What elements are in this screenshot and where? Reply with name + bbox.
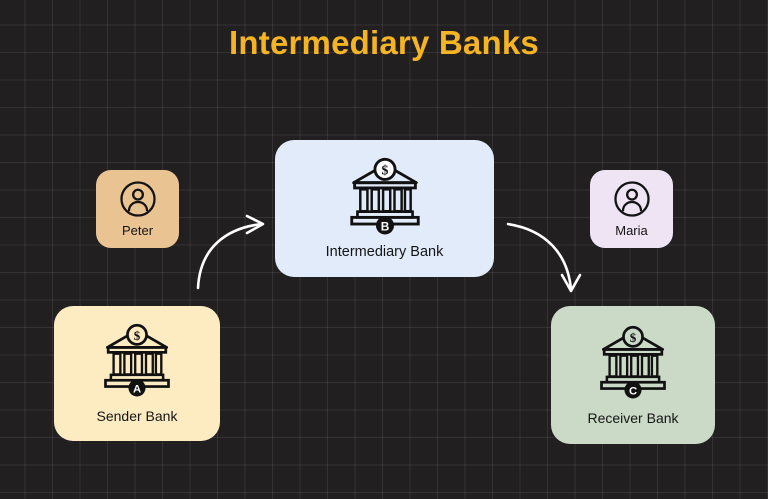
svg-text:$: $: [134, 328, 141, 343]
svg-text:$: $: [381, 163, 388, 178]
svg-text:$: $: [630, 329, 637, 344]
node-receiver-bank[interactable]: $ C Receiver Bank: [551, 306, 715, 444]
node-intermediary-bank[interactable]: $ B Intermediary Bank: [275, 140, 494, 277]
node-label: Intermediary Bank: [325, 244, 444, 260]
node-maria[interactable]: Maria: [590, 170, 673, 248]
bank-dollar-icon: $ B: [347, 157, 423, 235]
node-label: Maria: [615, 222, 648, 238]
bank-dollar-icon: $ C: [597, 325, 669, 399]
person-circle-icon: [613, 180, 651, 218]
page-title: Intermediary Banks: [229, 24, 539, 61]
node-label: Peter: [121, 222, 154, 238]
person-circle-icon: [119, 180, 157, 218]
node-badge-letter: C: [629, 385, 637, 397]
node-sender-bank[interactable]: $ A Sender Bank: [54, 306, 220, 441]
node-badge-letter: A: [133, 383, 141, 395]
node-label: Sender Bank: [96, 408, 178, 424]
connector-intermediary-to-receiver: [506, 222, 582, 293]
node-label: Receiver Bank: [587, 409, 679, 426]
bank-dollar-icon: $ A: [101, 323, 173, 397]
connector-sender-to-intermediary: [196, 214, 265, 290]
node-badge-letter: B: [380, 219, 389, 233]
node-peter[interactable]: Peter: [96, 170, 179, 248]
